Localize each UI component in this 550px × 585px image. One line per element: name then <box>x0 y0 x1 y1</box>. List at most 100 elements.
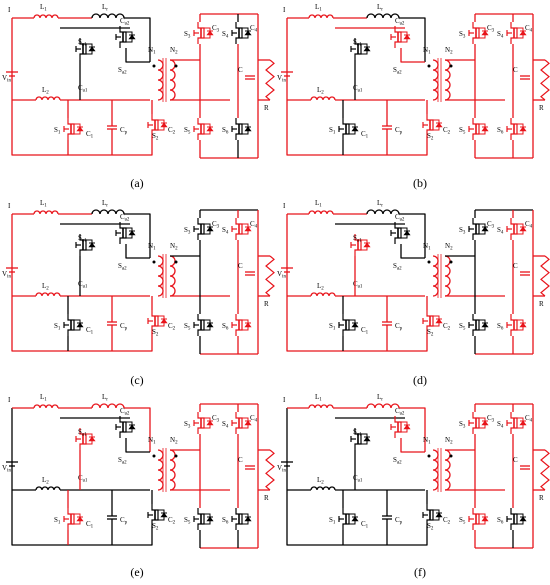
label-sa1: Sa1 <box>353 38 362 48</box>
label-sa1: Sa1 <box>78 428 87 438</box>
label-c3: C3 <box>487 220 495 230</box>
label-c3: C3 <box>212 414 220 424</box>
label-sa1: Sa1 <box>353 428 362 438</box>
switch-s3 <box>468 412 489 434</box>
dot-n2 <box>449 260 453 264</box>
label-n1: N1 <box>148 242 156 252</box>
label-c4: C4 <box>250 414 258 424</box>
label-c4: C4 <box>525 220 533 230</box>
inductor-l1 <box>308 210 334 215</box>
label-s2: S2 <box>427 132 434 142</box>
label-r: R <box>264 104 269 112</box>
label-l2: L2 <box>317 476 324 486</box>
label-s3: S3 <box>459 30 466 40</box>
wire-input-return <box>11 408 130 546</box>
label-c3: C3 <box>212 220 220 230</box>
label-sa1: Sa1 <box>353 234 362 244</box>
label-s2: S2 <box>152 132 159 142</box>
inductor-l2 <box>310 292 336 297</box>
switch-sa1 <box>75 428 96 450</box>
wire-sa2 <box>400 438 425 453</box>
switch-s5 <box>193 314 214 336</box>
label-sa2: Sa2 <box>393 456 402 466</box>
label-r: R <box>539 300 544 308</box>
label-current: I <box>8 202 11 210</box>
wire-sa2 <box>125 244 150 259</box>
label-s5: S5 <box>459 126 466 136</box>
switch-s6 <box>506 118 527 140</box>
label-l2: L2 <box>317 86 324 96</box>
label-vin: Vin <box>2 464 11 474</box>
label-s4: S4 <box>497 30 504 40</box>
winding-n1 <box>157 59 164 101</box>
label-ca2: Ca2 <box>395 213 405 223</box>
wire-lr-out <box>124 407 151 452</box>
switch-s2 <box>147 504 168 526</box>
inductor-l1 <box>308 14 334 19</box>
winding-n2 <box>444 255 451 297</box>
label-c: C <box>238 456 243 464</box>
label-lr: Lr <box>377 393 383 403</box>
label-r: R <box>264 300 269 308</box>
label-c2: C2 <box>168 516 176 526</box>
switch-s3 <box>468 22 489 44</box>
label-current: I <box>283 202 286 210</box>
label-s2: S2 <box>152 522 159 532</box>
switch-s3 <box>193 412 214 434</box>
label-c2: C2 <box>443 516 451 526</box>
label-lr: Lr <box>377 199 383 209</box>
winding-n1 <box>157 255 164 297</box>
inductor-lr <box>91 403 125 409</box>
inductor-lr <box>366 403 400 409</box>
label-ca2: Ca2 <box>120 17 130 27</box>
label-n2: N2 <box>170 436 178 446</box>
wire-s2-bot <box>130 136 153 156</box>
label-sa2: Sa2 <box>118 456 127 466</box>
dot-n2 <box>174 64 178 68</box>
switch-s4 <box>506 412 527 434</box>
label-s2: S2 <box>427 328 434 338</box>
resistor-r <box>265 449 275 491</box>
resistor-r <box>540 449 550 491</box>
switch-s2 <box>422 504 443 526</box>
caption-a: (a) <box>130 176 144 190</box>
label-sa2: Sa2 <box>393 262 402 272</box>
inductor-l2 <box>35 96 61 101</box>
switch-s1 <box>338 314 359 336</box>
caption-f: (f) <box>414 565 426 579</box>
label-c2: C2 <box>168 322 176 332</box>
dot-n1 <box>152 260 156 264</box>
label-n1: N1 <box>148 46 156 56</box>
caption-d: (d) <box>413 373 427 387</box>
label-cp: Cp <box>395 322 403 332</box>
label-s4: S4 <box>497 226 504 236</box>
label-l1: L1 <box>315 3 322 13</box>
wire-input-return <box>286 18 405 156</box>
switch-s4 <box>506 22 527 44</box>
dot-n1 <box>427 454 431 458</box>
switch-s4 <box>231 22 252 44</box>
label-c2: C2 <box>443 126 451 136</box>
label-c2: C2 <box>168 126 176 136</box>
label-cp: Cp <box>120 516 128 526</box>
dot-n1 <box>427 260 431 264</box>
resistor-r <box>265 255 275 297</box>
label-n2: N2 <box>170 46 178 56</box>
winding-n2 <box>169 449 176 491</box>
switch-s5 <box>468 314 489 336</box>
label-c: C <box>513 66 518 74</box>
inductor-l1 <box>33 404 59 409</box>
label-c: C <box>238 262 243 270</box>
label-current: I <box>8 396 11 404</box>
switch-s3 <box>193 22 214 44</box>
label-n2: N2 <box>445 436 453 446</box>
caption-b: (b) <box>413 176 427 190</box>
switch-s1 <box>63 118 84 140</box>
label-c1: C1 <box>86 130 94 140</box>
label-s1: S1 <box>329 322 336 332</box>
inductor-l1 <box>308 404 334 409</box>
